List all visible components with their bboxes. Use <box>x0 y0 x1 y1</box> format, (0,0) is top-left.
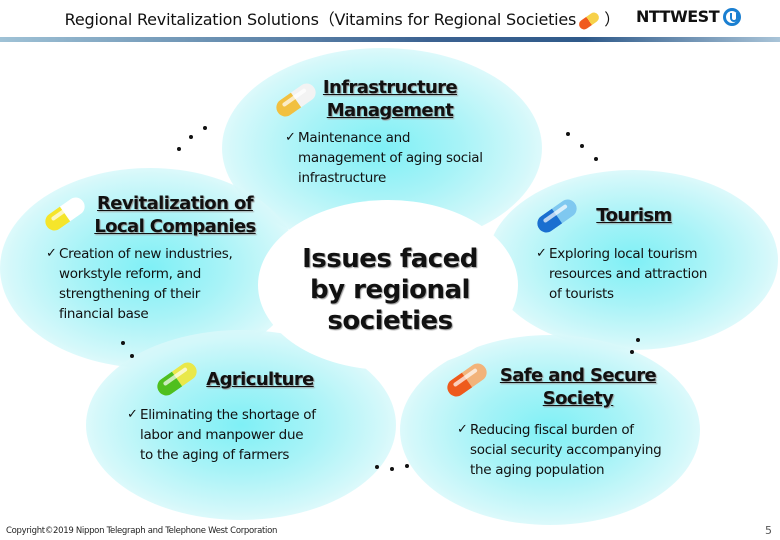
desc-line: management of aging social <box>298 150 483 166</box>
desc-line: to the aging of farmers <box>140 447 290 463</box>
desc-line: social security accompanying <box>470 442 662 458</box>
card-desc-tourism: ✓ Exploring local tourism resources and … <box>536 244 769 304</box>
center-bubble <box>258 200 518 370</box>
center-line: by regional <box>310 275 470 305</box>
desc-line: strengthening of their <box>59 286 201 302</box>
desc-line: Maintenance and <box>298 130 411 146</box>
slide-title-close: ） <box>604 10 620 29</box>
desc-line: financial base <box>59 306 149 322</box>
card-title-tourism: Tourism <box>584 204 684 227</box>
card-desc-safe-secure: ✓ Reducing fiscal burden of social secur… <box>457 420 710 480</box>
bubble-tourism <box>488 170 778 350</box>
check-icon: ✓ <box>457 422 468 437</box>
slide-title-text: Regional Revitalization Solutions（Vitami… <box>64 10 577 29</box>
desc-line: workstyle reform, and <box>59 266 202 282</box>
copyright-text: Copyright©2019 Nippon Telegraph and Tele… <box>6 526 278 536</box>
desc-line: labor and manpower due <box>140 427 304 443</box>
desc-line: the aging population <box>470 462 605 478</box>
card-title-safe-secure: Safe and Secure Society <box>488 364 668 410</box>
check-icon: ✓ <box>127 407 138 422</box>
ellipsis-dot <box>130 354 134 358</box>
desc-line: infrastructure <box>298 170 386 186</box>
ellipsis-dot <box>203 126 207 130</box>
center-heading: Issues faced by regional societies <box>270 244 510 337</box>
center-line: Issues faced <box>302 244 478 274</box>
ellipsis-dot <box>375 465 379 469</box>
desc-line: of tourists <box>549 286 614 302</box>
card-title-agriculture: Agriculture <box>196 368 324 391</box>
title-line: Society <box>542 388 614 409</box>
title-line: Safe and Secure <box>499 365 657 386</box>
check-icon: ✓ <box>536 246 547 261</box>
card-desc-local-companies: ✓ Creation of new industries, workstyle … <box>46 244 269 324</box>
check-icon: ✓ <box>285 130 296 145</box>
ellipsis-dot <box>594 157 598 161</box>
header-divider <box>0 37 780 42</box>
slide-title: Regional Revitalization Solutions（Vitami… <box>0 6 620 31</box>
ellipsis-dot <box>189 135 193 139</box>
desc-line: Eliminating the shortage of <box>140 407 316 423</box>
card-desc-agriculture: ✓ Eliminating the shortage of labor and … <box>127 405 370 465</box>
title-line: Local Companies <box>94 216 256 237</box>
card-title-infrastructure: Infrastructure Management <box>310 76 470 122</box>
card-title-local-companies: Revitalization of Local Companies <box>80 192 270 238</box>
ellipsis-dot <box>121 341 125 345</box>
ntt-west-logo: NTTWEST <box>636 7 742 26</box>
ellipsis-dot <box>405 464 409 468</box>
desc-line: Exploring local tourism <box>549 246 698 262</box>
ellipsis-dot <box>630 350 634 354</box>
ellipsis-dot <box>390 467 394 471</box>
desc-line: Creation of new industries, <box>59 246 233 262</box>
bubble-safe-secure <box>400 335 700 525</box>
card-desc-infrastructure: ✓ Maintenance and management of aging so… <box>285 128 528 188</box>
logo-text: NTTWEST <box>636 7 720 26</box>
ellipsis-dot <box>636 338 640 342</box>
ellipsis-dot <box>177 147 181 151</box>
title-line: Tourism <box>596 205 672 226</box>
title-line: Agriculture <box>206 369 314 390</box>
center-line: societies <box>327 306 453 336</box>
capsule-icon <box>577 10 602 31</box>
check-icon: ✓ <box>46 246 57 261</box>
title-line: Management <box>326 100 454 121</box>
ellipsis-dot <box>566 132 570 136</box>
desc-line: Reducing fiscal burden of <box>470 422 634 438</box>
title-line: Revitalization of <box>97 193 254 214</box>
title-line: Infrastructure <box>322 77 458 98</box>
ntt-logo-icon <box>723 7 742 26</box>
desc-line: resources and attraction <box>549 266 708 282</box>
page-number: 5 <box>765 524 772 537</box>
ellipsis-dot <box>580 144 584 148</box>
